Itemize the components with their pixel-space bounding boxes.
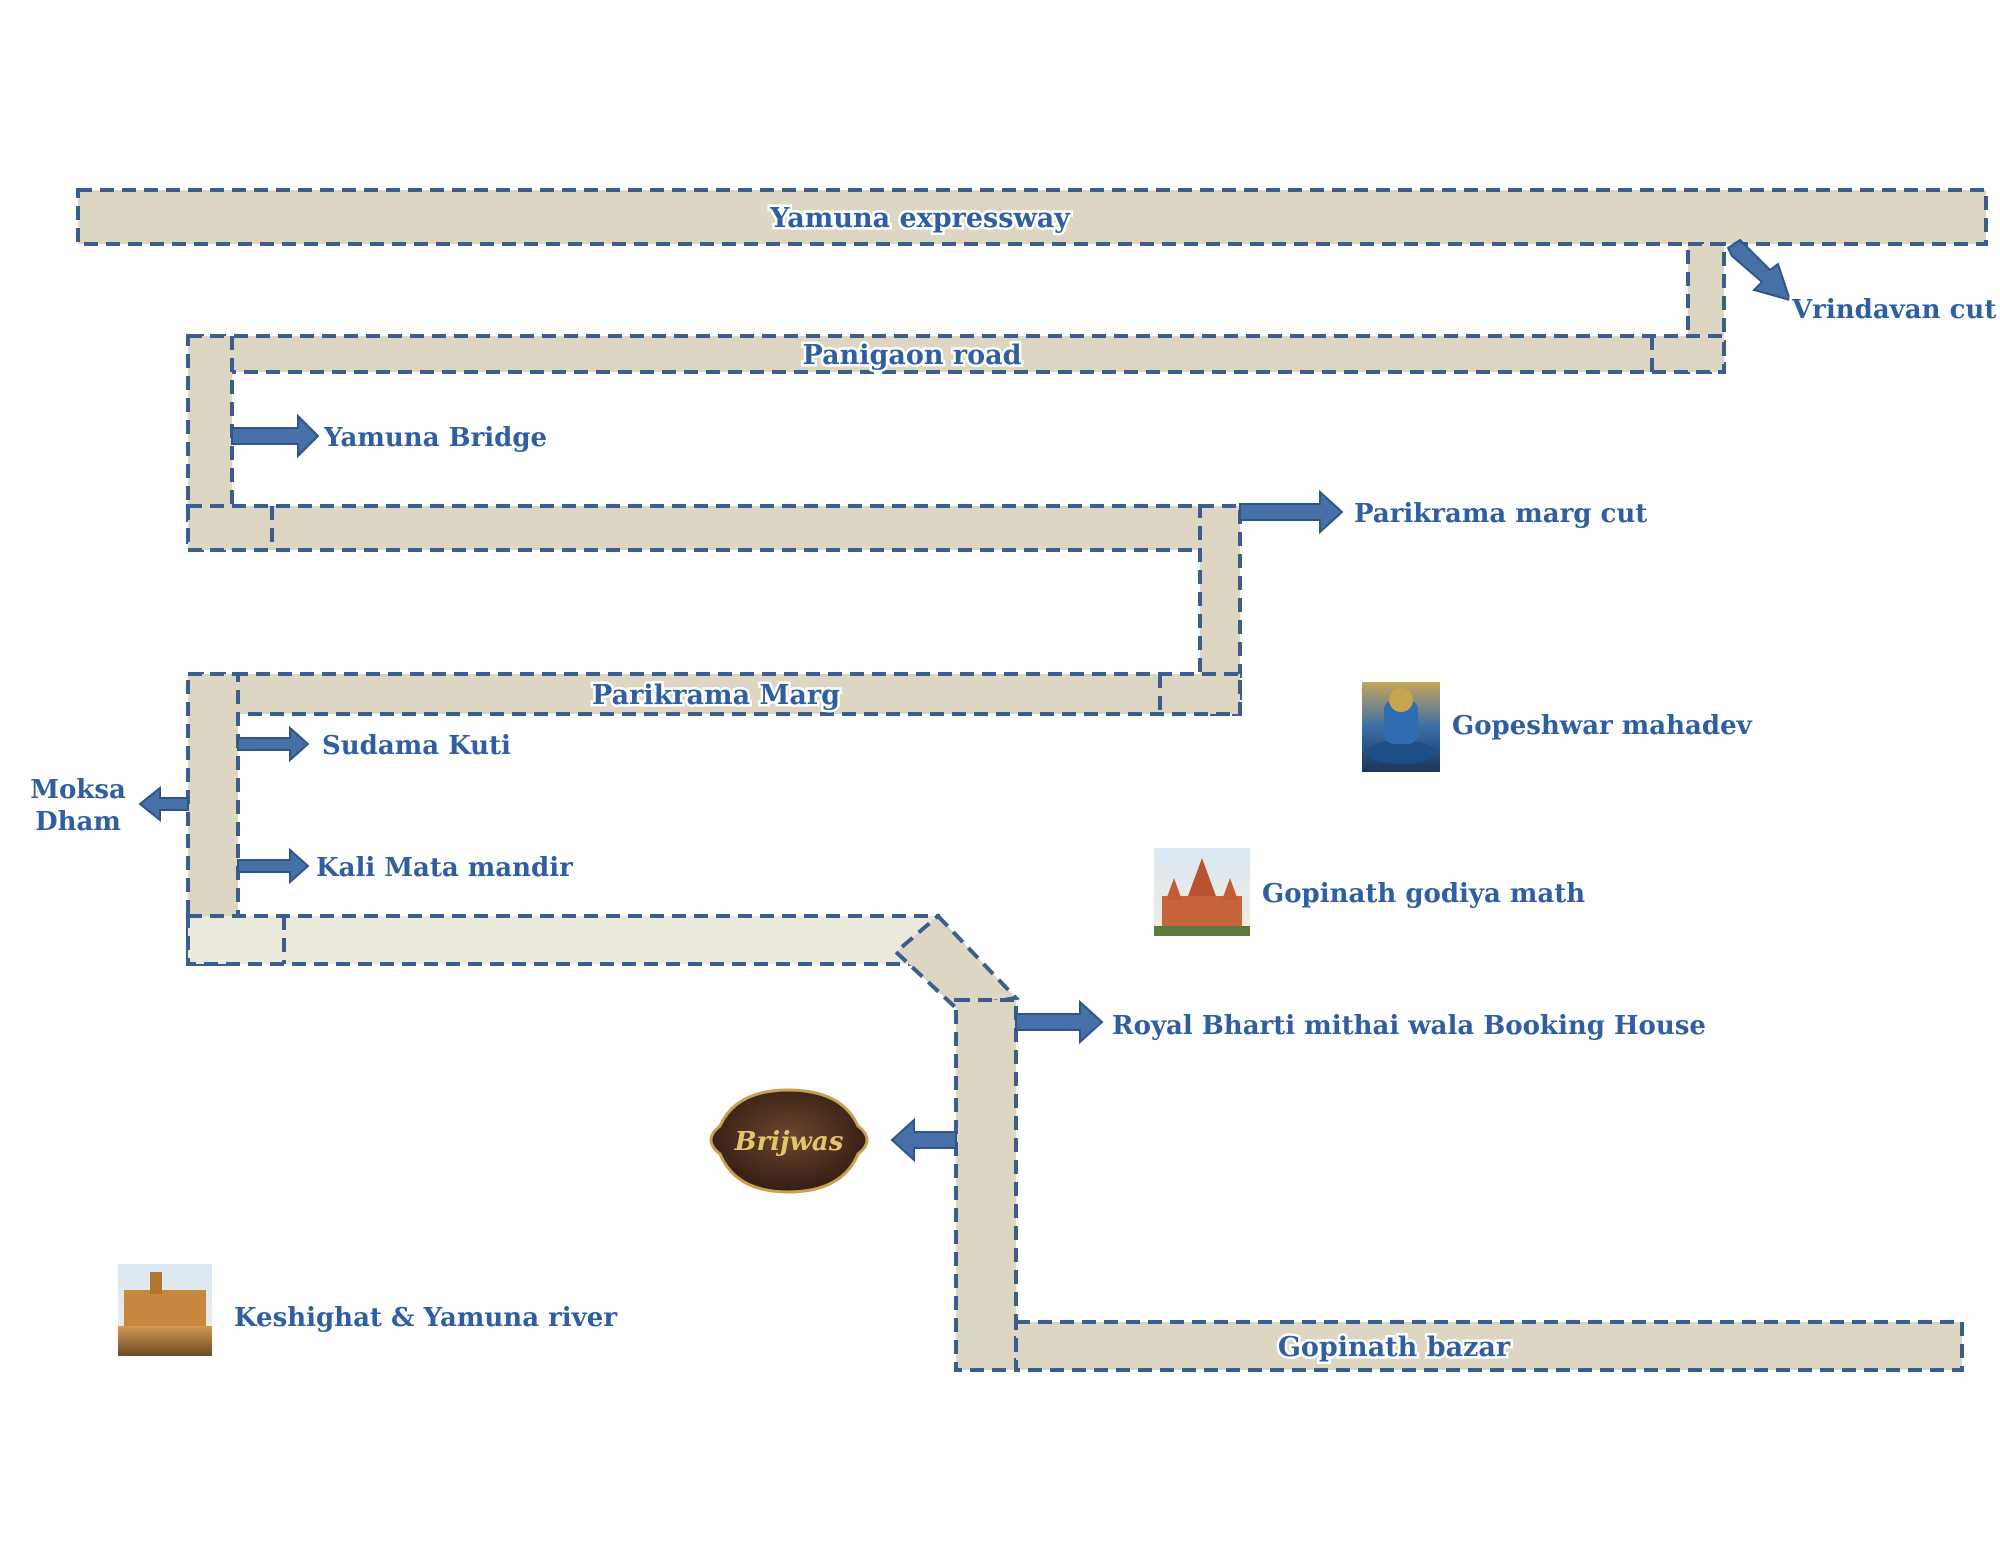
panigaon-road — [188, 334, 1726, 374]
royal-bharti-arrow — [1015, 999, 1104, 1045]
vrindavan-cut-arrow — [1726, 238, 1792, 302]
panigaon-road-label: Panigaon road — [803, 340, 1022, 371]
gopinath-bazar-label: Gopinath bazar — [1278, 1332, 1511, 1363]
keshighat-photo — [118, 1264, 212, 1356]
moksa-dham-label-line2: Dham — [35, 807, 121, 837]
middle-connector-road — [186, 504, 1242, 552]
kali-mata-mandir-arrow — [237, 847, 310, 885]
sudama-kuti-label: Sudama Kuti — [322, 731, 511, 761]
parikrama-marg-cut-label: Parikrama marg cut — [1354, 499, 1647, 529]
parikrama-marg-cut-arrow — [1239, 489, 1344, 535]
sudama-kuti-arrow — [237, 725, 310, 763]
parikrama-marg-label: Parikrama Marg — [592, 680, 840, 711]
lower-connector-road — [186, 914, 940, 966]
royal-bharti-label: Royal Bharti mithai wala Booking House — [1112, 1011, 1706, 1041]
kali-mata-mandir-label: Kali Mata mandir — [316, 853, 573, 883]
gopinath-connector-road — [954, 998, 1018, 1372]
gopinath-bazar-road — [1014, 1320, 1964, 1372]
diagonal-connector-road — [893, 913, 1021, 1011]
brijwas-logo-text: Brijwas — [734, 1127, 844, 1157]
gopinath-godiya-math-label: Gopinath godiya math — [1262, 879, 1585, 909]
yamuna-bridge-arrow — [231, 413, 320, 459]
brijwas-logo: Brijwas — [709, 1088, 869, 1194]
vrindavan-cut-label: Vrindavan cut — [1791, 295, 1996, 325]
brijwas-arrow — [890, 1117, 957, 1163]
yamuna-expressway-label: Yamuna expressway — [769, 203, 1071, 234]
gopinath-godiya-math-photo — [1154, 848, 1250, 936]
moksa-dham-label-line1: Moksa — [30, 775, 126, 805]
yamuna-bridge-label: Yamuna Bridge — [323, 423, 547, 453]
gopeshwar-mahadev-photo — [1362, 682, 1440, 772]
moksa-dham-arrow — [138, 785, 189, 823]
gopeshwar-mahadev-label: Gopeshwar mahadev — [1452, 711, 1753, 741]
keshighat-label: Keshighat & Yamuna river — [234, 1303, 617, 1333]
yamuna-expressway-road — [76, 188, 1988, 246]
